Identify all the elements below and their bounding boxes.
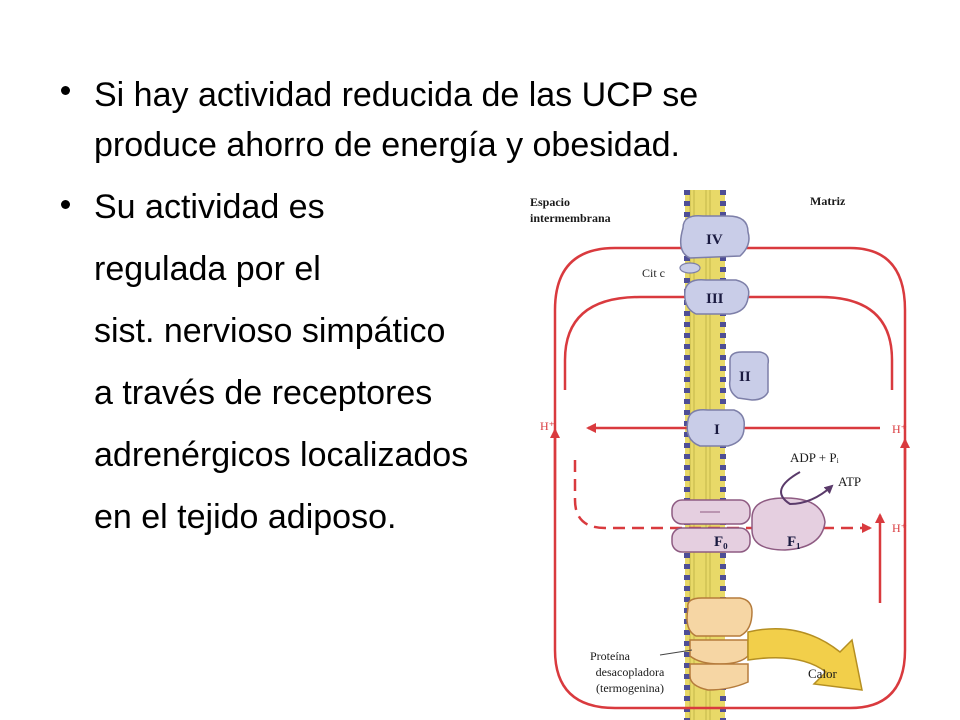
bullet-dot-1 [61, 86, 70, 95]
complex-iv: IV [679, 215, 750, 259]
proteina-label-2: desacopladora [596, 665, 665, 679]
bullet-dot-2 [61, 200, 70, 209]
h-right-bottom-label: H⁺ [892, 521, 907, 535]
calor-arrow [747, 627, 863, 691]
bullet-1-line-1: Si hay actividad reducida de las UCP se [94, 76, 699, 114]
complex-iii-label: III [706, 291, 724, 307]
uncoupling-protein [659, 597, 753, 691]
calor-label: Calor [808, 666, 838, 681]
proteina-label-3: (termogenina) [596, 681, 664, 695]
cytochrome-c: Cit c [642, 262, 701, 280]
adp-atp-arrow [780, 471, 834, 506]
matriz-label: Matriz [810, 194, 846, 208]
fo-label: F₀ [714, 534, 728, 550]
complex-iv-label: IV [706, 232, 723, 248]
h-left-label: H⁺ [540, 419, 555, 433]
bullet-2-line-1: Su actividad es [94, 188, 325, 226]
cit-c-label: Cit c [642, 266, 665, 280]
complex-ii: II [728, 351, 770, 401]
h-right-top-label: H⁺ [892, 422, 907, 436]
espacio-label-1: Espacio [530, 195, 570, 209]
atp-label: ATP [838, 474, 861, 489]
diagram-labels: Espacio intermembrana Matriz H⁺ H⁺ H⁺ AD… [530, 194, 907, 695]
atp-synthase: F₀ F₁ [671, 497, 826, 553]
complex-iii: III [683, 278, 750, 315]
complex-ii-label: II [739, 369, 751, 385]
f1-label: F₁ [787, 534, 801, 550]
adp-label: ADP + Pᵢ [790, 450, 840, 465]
espacio-label-2: intermembrana [530, 211, 611, 225]
bullet-2-line-3: sist. nervioso simpático [94, 312, 446, 350]
bullet-1-line-2: produce ahorro de energía y obesidad. [94, 126, 680, 164]
bullet-2-line-5: adrenérgicos localizados [94, 436, 469, 474]
complex-i-label: I [714, 422, 720, 438]
bullet-2-line-2: regulada por el [94, 250, 321, 288]
bullet-2-line-6: en el tejido adiposo. [94, 498, 397, 536]
bullet-2-line-4: a través de receptores [94, 374, 433, 412]
proteina-label-1: Proteína [590, 649, 631, 663]
complex-i: I [686, 408, 746, 447]
